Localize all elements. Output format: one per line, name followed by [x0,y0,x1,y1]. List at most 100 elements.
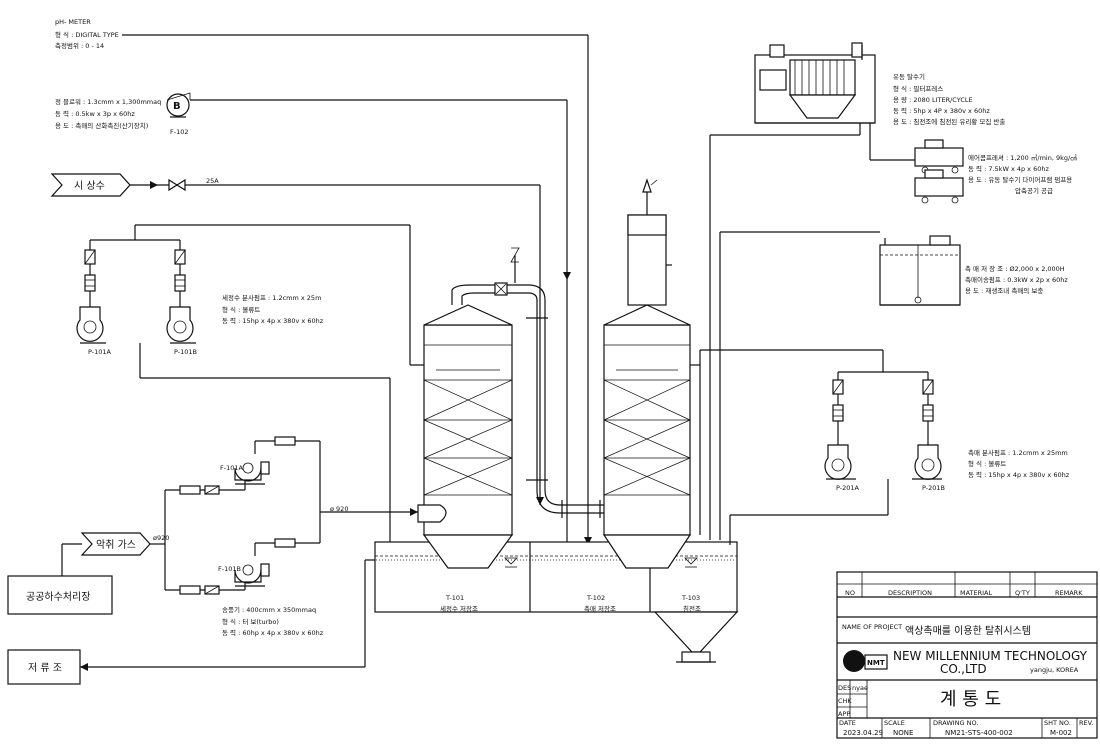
date-value: 2023.04.29 [843,729,883,737]
catalyst-pump-spec-1: 촉매 분사펌프 : 1.2cmm x 25mm [968,448,1068,457]
wash-pump-b-tag: P-101B [174,348,197,356]
catalyst-pump-spec-3: 동 력 : 15hp x 4p x 380v x 60hz [968,471,1070,479]
wash-pump-spec-3: 동 력 : 15hp x 4p x 380v x 60hz [222,317,324,325]
fan-spec-2: 형 식 : 터 보(turbo) [222,617,279,626]
drawing-title: 계 통 도 [940,689,1001,710]
fan-b: F-101B [218,563,270,587]
fan-annotation: 송풍기 : 400cmm x 350mmaq 형 식 : 터 보(turbo) … [222,605,324,637]
company-location: yangju, KOREA [1030,666,1079,674]
catalyst-pump-a-tag: P-201A [836,484,860,492]
wash-pump-a-tag: P-101A [88,348,112,356]
scrubber-tower-1 [417,247,627,569]
scrubber-tower-2 [602,178,698,569]
tank-t101-name: 세정수 저장조 [440,604,478,613]
catalyst-pump-b-tag: P-201B [922,484,945,492]
dehydrator-spec-4: 용 도 : 침전조에 침전된 유리황 모집 반출 [893,117,1005,126]
company-name-line2: CO.,LTD [940,662,987,676]
fan-outlet-pipe-size: ø 920 [330,505,348,513]
designer-label: DES [838,684,851,692]
fan-piping: ø 920 [164,436,418,595]
blower-air-line [190,99,571,568]
ph-meter-type: 형 식 : DIGITAL TYPE [55,30,119,39]
sewage-plant-label: 공공하수처리장 [26,590,90,603]
blower-annotation: 정 블로워 : 1.3cmm x 1,300mmaq 동 력 : 0.5kw x… [55,97,161,130]
sheet-no-label: SHT NO. [1044,719,1071,727]
base-tank: T-101 세정수 저장조 T-102 촉매 저장조 T-103 침전조 [365,541,739,663]
fan-a-tag: F-101A [220,464,243,472]
drawing-no-label: DRAWING NO. [933,719,978,727]
drawing-no-value: NM21-STS-400-002 [945,729,1013,737]
catalyst-tank-annotation: 촉 매 저 장 조 : Ø2,000 x 2,000H 촉매이송펌프 : 0.3… [965,264,1068,295]
blower-f102: B F-102 [166,92,191,136]
blower-spec-2: 동 력 : 0.5kw x 3p x 60hz [55,110,135,118]
air-compressor-1 [914,139,964,174]
wash-pump-spec-1: 세정수 분사펌프 : 1.2cmm x 25m [222,293,321,302]
approver-label: APP [838,710,850,718]
wash-pump-b: P-101B [166,240,197,356]
scale-label: SCALE [884,719,905,727]
sheet-no-value: M-002 [1050,729,1072,737]
company-logo: NMT [843,650,888,672]
logo-text: NMT [867,659,885,667]
ph-meter-annotation: pH- METER 형 식 : DIGITAL TYPE 측정범위 : 0 - … [55,18,119,50]
catalyst-pump-spec-2: 형 식 : 볼류트 [968,459,1006,468]
dehydrator-annotation: 유동 탈수기 형 식 : 필터프레스 용 량 : 2080 LITER/CYCL… [893,72,1005,126]
fan-b-tag: F-101B [218,565,241,573]
ph-signal-line [122,34,592,545]
ph-meter-range: 측정범위 : 0 - 14 [55,41,104,50]
compressor-spec-2: 동 력 : 7.5kW x 4p x 60hz [968,165,1049,173]
sewage-plant: 공공하수처리장 [7,543,113,615]
catalyst-pump-annotation: 촉매 분사펌프 : 1.2cmm x 25mm 형 식 : 볼류트 동 력 : … [968,448,1070,479]
compressor-spec-4: 압축공기 공급 [1015,186,1053,195]
catalyst-pump-suction [729,479,889,545]
wash-pump-spec-2: 형 식 : 볼류트 [222,305,260,314]
storage-tank-box: 저 류 조 [7,560,366,685]
air-compressor-2 [914,169,964,204]
city-water-pipe-size: 25A [206,177,219,185]
col-description-header: DESCRIPTION [888,589,932,597]
col-qty-header: Q'TY [1015,589,1030,597]
catalyst-tank-spec-3: 용 도 : 재생조내 촉매의 보충 [965,286,1043,295]
dehydrator-unit [754,42,876,124]
tank-t103-name: 침전조 [683,604,701,613]
catalyst-tank-spec-1: 촉 매 저 장 조 : Ø2,000 x 2,000H [965,264,1065,273]
col-no-header: NO [845,589,855,597]
tank-t103-tag: T-103 [681,594,700,602]
compressor-annotation: 에어콤프레셔 : 1,200 ㎥/min, 9kg/㎠ 동 력 : 7.5kW … [968,153,1077,195]
fan-spec-1: 송풍기 : 400cmm x 350mmaq [222,605,316,614]
wash-pump-annotation: 세정수 분사펌프 : 1.2cmm x 25m 형 식 : 볼류트 동 력 : … [222,293,324,325]
dehydrator-spec-2: 용 량 : 2080 LITER/CYCLE [893,96,973,104]
city-water-line: 25A [130,177,544,505]
tank-t102-tag: T-102 [586,594,605,602]
catalyst-pump-b: P-201B [912,372,945,492]
blower-symbol: B [173,101,181,112]
col-material-header: MATERIAL [960,589,993,597]
designer-value: nyae [852,684,868,692]
compressor-spec-1: 에어콤프레셔 : 1,200 ㎥/min, 9kg/㎠ [968,153,1077,162]
city-water-label: 시 상수 [74,180,105,192]
catalyst-tank-spec-2: 촉매이송펌프 : 0.3kW x 2p x 60hz [965,275,1068,284]
checker-label: CHK [838,697,852,705]
ph-meter-title: pH- METER [55,18,91,26]
scale-value: NONE [893,729,913,737]
blower-spec-1: 정 블로워 : 1.3cmm x 1,300mmaq [55,97,161,106]
col-remark-header: REMARK [1055,589,1083,597]
storage-tank-label: 저 류 조 [28,662,62,674]
blower-tag: F-102 [170,128,189,136]
catalyst-storage-tank [719,231,961,540]
name-of-project-label: NAME OF PROJECT [842,623,902,631]
blower-spec-3: 용 도 : 촉매의 산화촉진(산기장치) [55,121,148,130]
odor-gas-source: 악취 가스 ø920 [80,532,169,556]
odor-gas-pipe-size: ø920 [153,534,169,542]
wash-pump-suction [139,343,391,545]
date-label: DATE [839,719,856,727]
revision-label: REV. [1079,719,1093,727]
dehydrator-spec-0: 유동 탈수기 [893,72,925,81]
odor-gas-label: 악취 가스 [96,539,136,551]
tank-t101-tag: T-101 [445,594,464,602]
catalyst-pump-header [690,349,928,535]
tank-t102-name: 촉매 저장조 [584,604,616,613]
fan-spec-3: 동 력 : 60hp x 4p x 380v x 60hz [222,629,324,637]
